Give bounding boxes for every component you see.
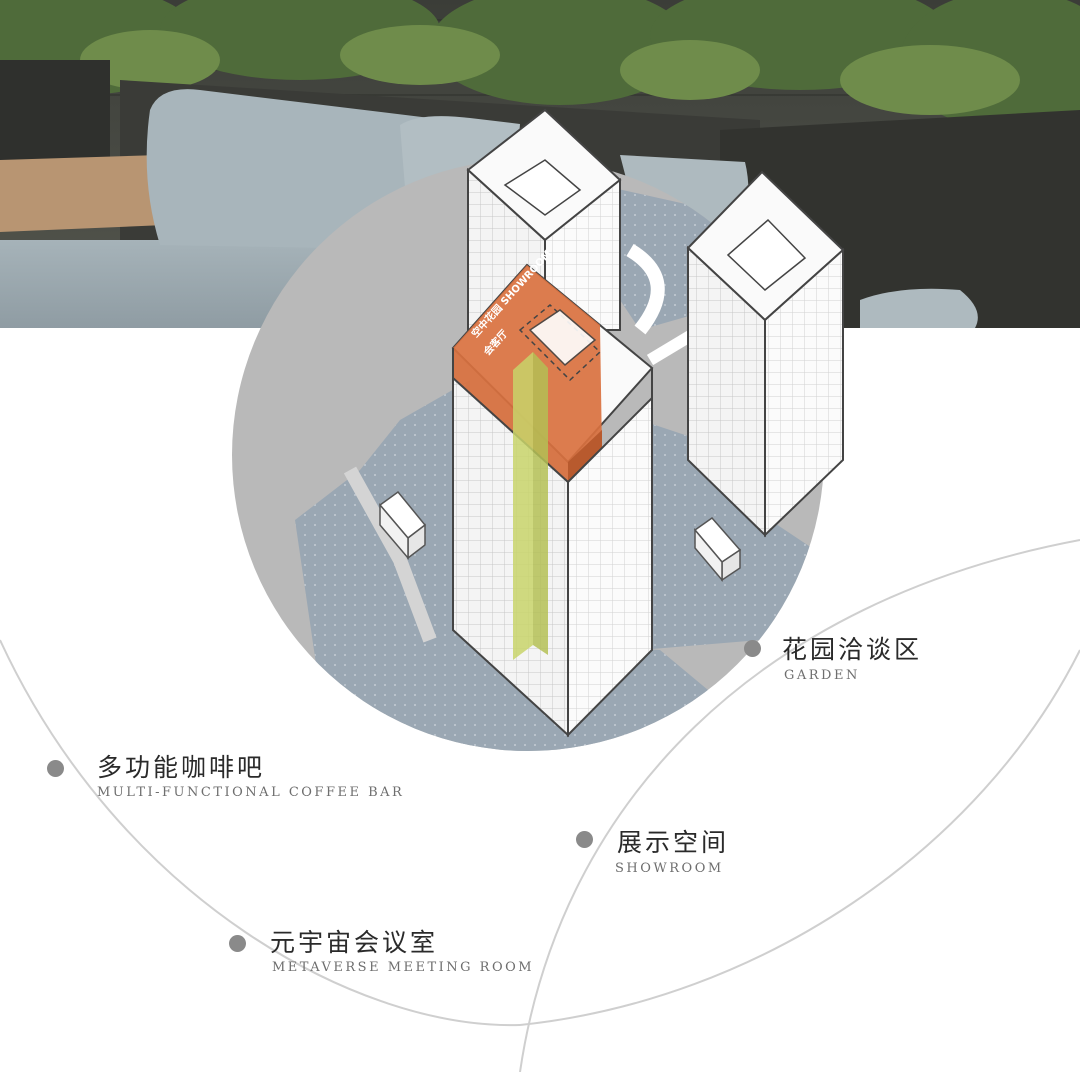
arc-left [0, 639, 521, 1027]
label-garden-cn: 花园洽谈区 [782, 635, 923, 664]
pavilion-west [378, 490, 427, 561]
label-coffee-bar-en: MULTI-FUNCTIONAL COFFEE BAR [97, 785, 405, 800]
label-garden-en: GARDEN [784, 668, 860, 683]
arc-right-upper [519, 649, 1080, 1026]
marker-showroom [576, 831, 593, 848]
label-showroom-en: SHOWROOM [615, 861, 724, 876]
vertical-core-highlight [513, 352, 533, 660]
label-coffee-bar-cn: 多功能咖啡吧 [97, 753, 266, 782]
site-area-west [295, 380, 470, 751]
pavilion-east [693, 516, 742, 583]
label-meeting-room-cn: 元宇宙会议室 [270, 928, 439, 957]
marker-coffee-bar [47, 760, 64, 777]
marker-meeting-room [229, 935, 246, 952]
site-area-east [640, 420, 824, 650]
arc-right-lower [519, 539, 1080, 1072]
label-showroom-cn: 展示空间 [617, 828, 730, 857]
marker-garden [744, 640, 761, 657]
label-meeting-room-en: METAVERSE MEETING ROOM [272, 960, 535, 975]
tower-east [686, 170, 845, 538]
